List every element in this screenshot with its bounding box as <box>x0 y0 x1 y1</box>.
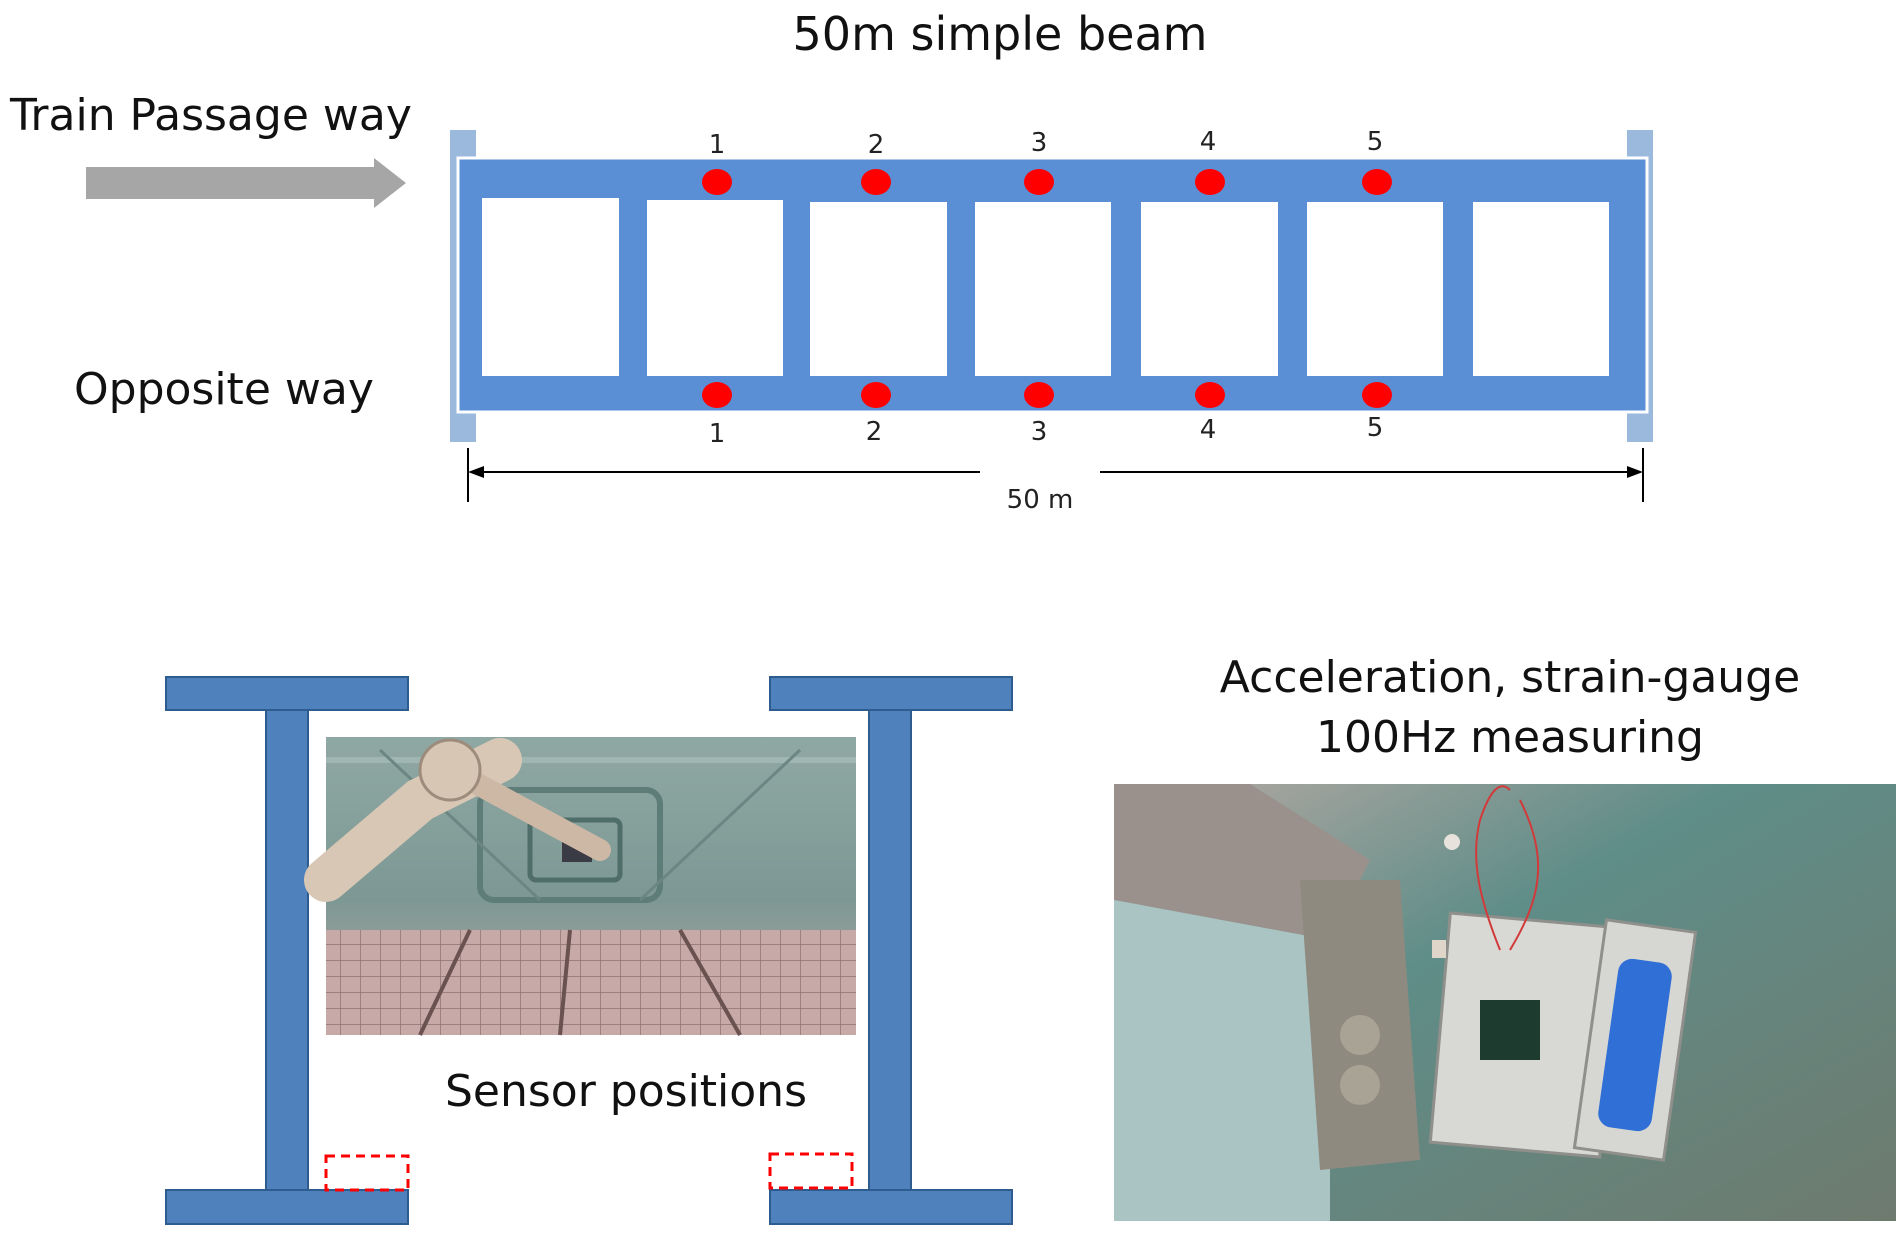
measuring-caption-line2: 100Hz measuring <box>1316 712 1704 763</box>
sensor-marker <box>861 169 891 195</box>
beam-panel <box>1141 202 1278 376</box>
sensor-marker <box>702 382 732 408</box>
sensor-marker <box>1195 169 1225 195</box>
left-i-beam <box>165 676 409 1225</box>
sensor-number: 4 <box>1200 415 1217 445</box>
sensor-marker <box>861 382 891 408</box>
sensor-marker <box>1362 169 1392 195</box>
sensor-marker <box>1024 169 1054 195</box>
measuring-caption-line1: Acceleration, strain-gauge <box>1220 652 1800 703</box>
sensor-device-photo <box>1114 784 1896 1221</box>
sensor-number: 2 <box>868 130 885 160</box>
span-label: 50 m <box>1007 485 1074 515</box>
train-direction-arrow-icon <box>86 158 406 208</box>
right-i-beam <box>769 676 1013 1225</box>
sensor-number: 4 <box>1200 127 1217 157</box>
sensor-position-box <box>324 1154 410 1192</box>
diagram-title: 50m simple beam <box>793 7 1208 61</box>
sensor-marker <box>1024 382 1054 408</box>
dimension-arrowhead-icon <box>1627 466 1643 478</box>
train-passage-label: Train Passage way <box>9 90 412 141</box>
bottom-sensors: 1 2 3 4 5 <box>702 382 1392 449</box>
sensor-number: 3 <box>1031 417 1048 447</box>
beam-panel <box>810 202 947 376</box>
sensor-number: 5 <box>1367 127 1384 157</box>
beam-panel <box>975 202 1111 376</box>
opposite-way-label: Opposite way <box>74 364 374 415</box>
sensor-number: 3 <box>1031 128 1048 158</box>
sensor-number: 2 <box>866 417 883 447</box>
sensor-number: 1 <box>709 130 726 160</box>
beam-panel <box>1307 202 1443 376</box>
sensor-number: 5 <box>1367 413 1384 443</box>
beam-panel <box>482 198 619 376</box>
beam-panel <box>647 200 783 376</box>
sensor-number: 1 <box>709 419 726 449</box>
sensor-marker <box>1195 382 1225 408</box>
sensor-positions-label: Sensor positions <box>445 1066 807 1117</box>
dimension-arrowhead-icon <box>468 466 484 478</box>
inside-girder-photo <box>304 737 856 1036</box>
sensor-marker <box>1362 382 1392 408</box>
beam-panel <box>1473 202 1609 376</box>
sensor-position-box <box>768 1152 854 1190</box>
top-sensors: 1 2 3 4 5 <box>702 127 1392 195</box>
simple-beam <box>456 156 1649 414</box>
sensor-marker <box>702 169 732 195</box>
